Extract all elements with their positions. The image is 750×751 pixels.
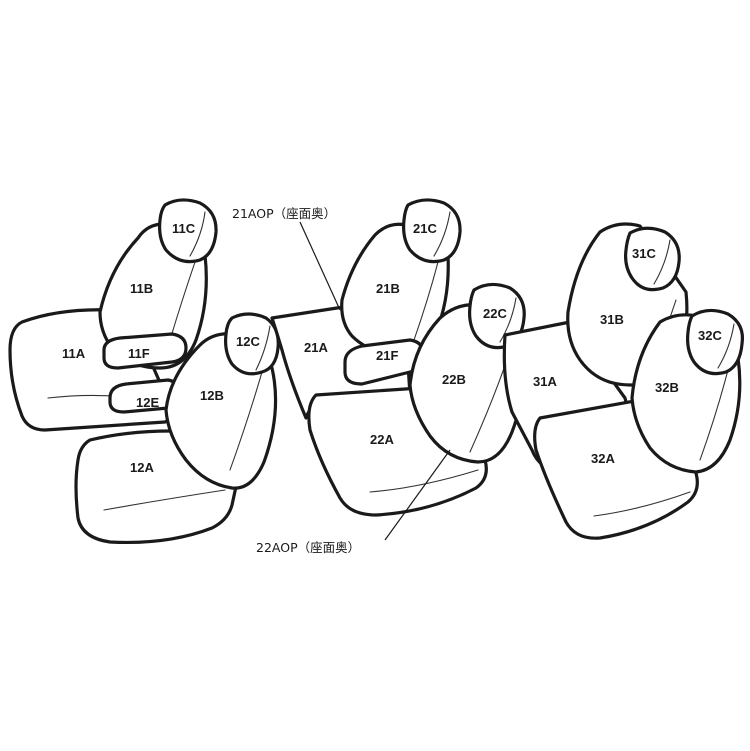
seat-11 (8, 198, 218, 432)
label-12B: 12B (200, 388, 224, 403)
part-32C-headrest (686, 308, 745, 376)
label-21C: 21C (413, 221, 437, 236)
part-31C-headrest (624, 226, 681, 292)
label-11C: 11C (172, 221, 196, 236)
label-32A: 32A (591, 451, 615, 466)
label-31B: 31B (600, 312, 624, 327)
label-12C: 12C (236, 334, 260, 349)
seat-12 (74, 312, 280, 545)
part-12C-headrest (224, 312, 280, 376)
label-21A: 21A (304, 340, 328, 355)
label-22B: 22B (442, 372, 466, 387)
label-21B: 21B (376, 281, 400, 296)
callout-22AOP: 22AOP（座面奥） (256, 540, 360, 555)
part-21C-headrest (402, 198, 462, 264)
seat-22 (307, 282, 526, 517)
leader-22AOP (384, 449, 451, 541)
leader-21AOP (299, 221, 341, 311)
label-22A: 22A (370, 432, 394, 447)
label-11F: 11F (128, 346, 150, 361)
label-12A: 12A (130, 460, 154, 475)
label-22C: 22C (483, 306, 507, 321)
label-31A: 31A (533, 374, 557, 389)
part-11F-armrest (102, 332, 188, 370)
part-11C-headrest (158, 198, 218, 264)
callout-21AOP: 21AOP（座面奥） (232, 206, 336, 221)
seat-32 (533, 308, 745, 540)
label-11A: 11A (62, 346, 86, 361)
label-32B: 32B (655, 380, 679, 395)
label-21F: 21F (376, 348, 398, 363)
label-12E: 12E (136, 395, 159, 410)
label-32C: 32C (698, 328, 722, 343)
label-31C: 31C (632, 246, 656, 261)
label-11B: 11B (130, 281, 153, 296)
